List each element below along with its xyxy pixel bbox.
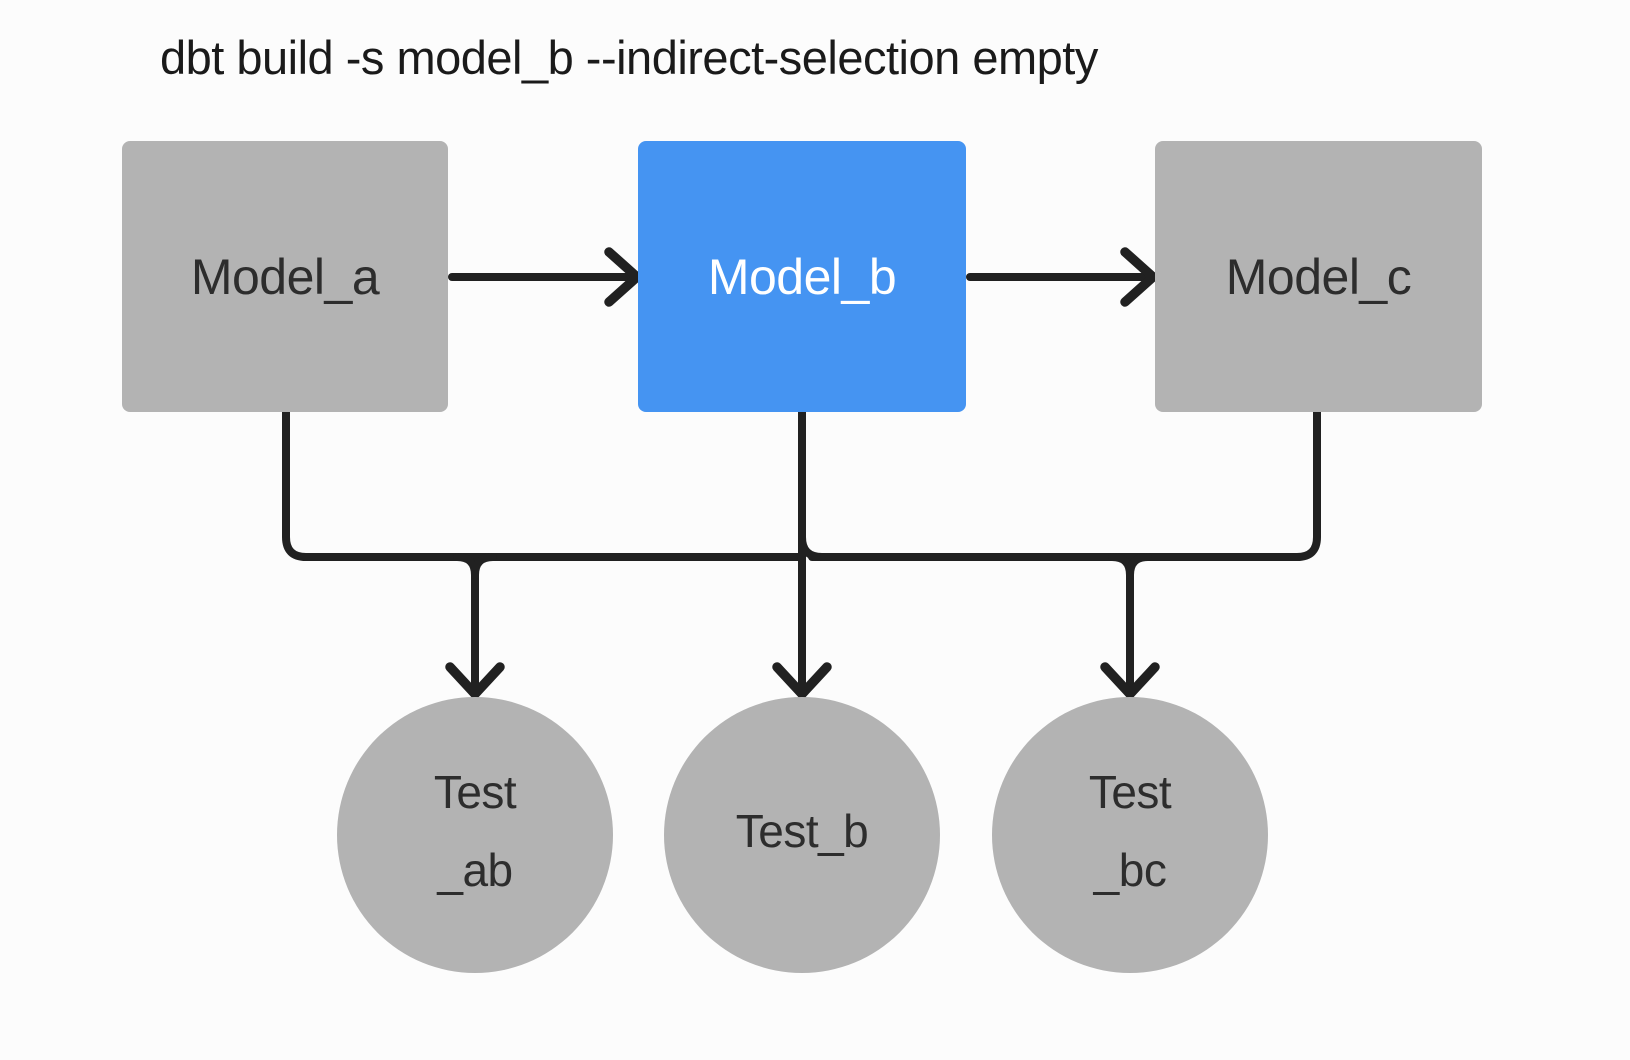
- node-test-ab-label-line1: Test: [433, 765, 517, 818]
- node-test-bc-label: Test _bc: [1088, 753, 1172, 909]
- arrowhead-test-ab: [445, 662, 505, 699]
- node-test-ab: Test _ab: [337, 697, 613, 973]
- node-model-a-label: Model_a: [190, 248, 380, 305]
- node-test-bc-label-line1: Test: [1088, 765, 1172, 818]
- arrow-model-b-to-model-c-head: [1120, 247, 1158, 307]
- node-model-a: Model_a: [122, 141, 448, 412]
- node-test-b-label: Test_b: [736, 792, 869, 870]
- node-model-c-label: Model_c: [1225, 248, 1412, 305]
- fork-test-bc-shoulder: [1126, 553, 1152, 579]
- fork-test-ab-shoulder: [471, 553, 497, 579]
- node-test-bc: Test _bc: [992, 697, 1268, 973]
- node-test-bc-label-line2: _bc: [1093, 844, 1167, 896]
- arrowhead-test-bc: [1100, 662, 1160, 699]
- diagram-title: dbt build -s model_b --indirect-selectio…: [160, 31, 1098, 84]
- arrowhead-test-b: [772, 662, 832, 699]
- node-model-b: Model_b: [638, 141, 966, 412]
- node-test-b-label-line1: Test_b: [735, 804, 869, 857]
- edge-model-c-to-bus: [808, 408, 1321, 561]
- edge-model-a-to-bus: [282, 408, 806, 561]
- node-test-ab-label: Test _ab: [433, 753, 517, 909]
- node-test-b: Test_b: [664, 697, 940, 973]
- node-model-b-label: Model_b: [707, 248, 897, 305]
- node-model-c: Model_c: [1155, 141, 1482, 412]
- node-test-ab-label-line2: _ab: [437, 844, 513, 896]
- arrow-model-a-to-model-b-head: [604, 247, 642, 307]
